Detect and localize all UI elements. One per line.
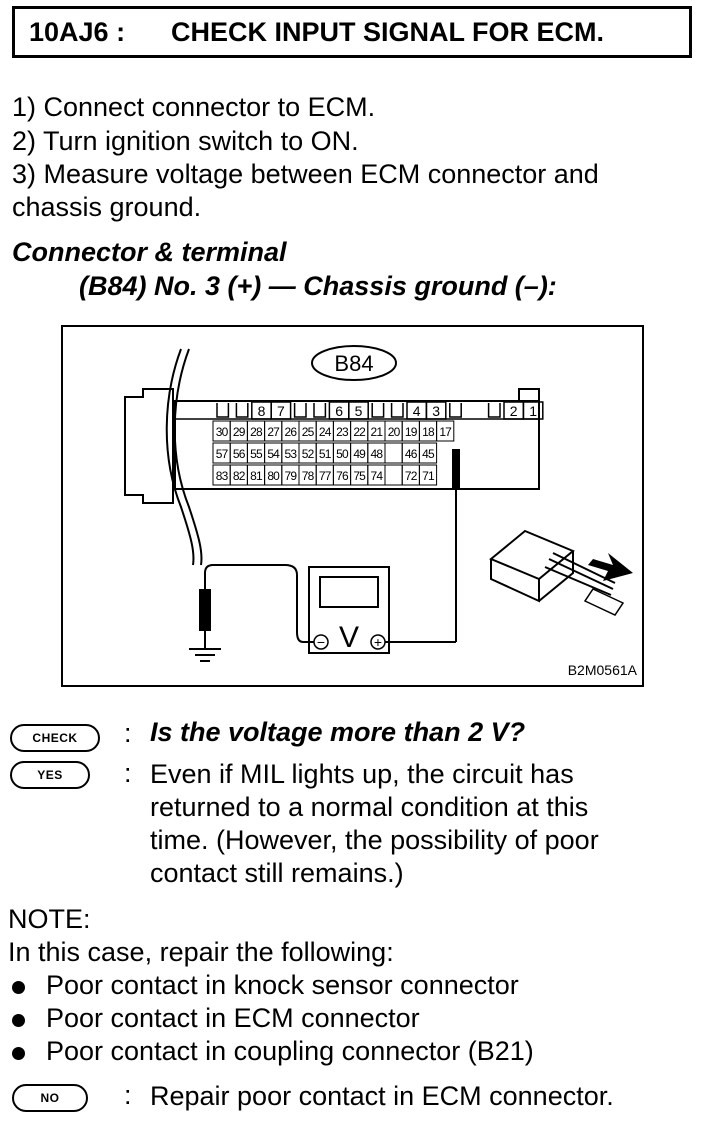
check-question: Is the voltage more than 2 V? (150, 717, 526, 747)
bullet-icon (12, 1014, 25, 1027)
note-item-1: Poor contact in knock sensor connector (46, 970, 519, 1000)
meter-minus-terminal: − (317, 634, 325, 650)
terminal-label: 74 (371, 469, 384, 483)
note-item-3: Poor contact in coupling connector (B21) (46, 1036, 534, 1066)
terminal-label: 78 (302, 469, 315, 483)
terminal-label: 46 (405, 447, 418, 461)
terminal-label: 8 (258, 403, 266, 419)
terminal-label: 50 (336, 447, 349, 461)
terminal-label: 22 (353, 425, 366, 439)
step-code: 10AJ6 : (29, 17, 126, 47)
terminal-label: 24 (319, 425, 332, 439)
terminal-label: 28 (250, 425, 263, 439)
terminal-label: 29 (233, 425, 246, 439)
terminal-label: 45 (422, 447, 435, 461)
terminal-label: 53 (285, 447, 298, 461)
terminal-label: 52 (302, 447, 315, 461)
step-3: 3) Measure voltage between ECM connector… (12, 159, 599, 189)
terminal-label: 19 (405, 425, 418, 439)
terminal-label: 27 (267, 425, 280, 439)
bullet-icon (12, 981, 25, 994)
check-badge: CHECK (10, 724, 100, 752)
terminal-label: 26 (285, 425, 298, 439)
terminal-label: 49 (353, 447, 366, 461)
arrow-icon (588, 553, 633, 581)
terminal-label: 82 (233, 469, 246, 483)
terminal-label: 81 (250, 469, 263, 483)
terminal-label: 18 (422, 425, 435, 439)
yes-colon: : (124, 758, 132, 788)
bullet-icon (12, 1047, 25, 1060)
terminal-label: 5 (355, 403, 363, 419)
terminal-label: 77 (319, 469, 332, 483)
terminal-label: 7 (277, 403, 285, 419)
note-intro: In this case, repair the following: (8, 937, 394, 967)
title-box: 10AJ6 : CHECK INPUT SIGNAL FOR ECM. (12, 6, 692, 58)
meter-plus-terminal: + (374, 634, 382, 650)
terminal-label: 23 (336, 425, 349, 439)
terminal-label: 83 (216, 469, 229, 483)
yes-answer-line-3: time. (However, the possibility of poor (150, 825, 599, 855)
terminal-label: 20 (388, 425, 401, 439)
terminal-label: 54 (267, 447, 280, 461)
terminal-label: 21 (371, 425, 384, 439)
yes-badge: YES (10, 761, 90, 789)
no-badge: NO (12, 1084, 88, 1112)
terminal-label: 75 (353, 469, 366, 483)
connector-terminal-heading: Connector & terminal (12, 237, 287, 267)
connector-label: B84 (334, 351, 373, 376)
terminal-label: 17 (439, 425, 452, 439)
meter-v-symbol: V (339, 621, 359, 654)
yes-answer-line-4: contact still remains.) (150, 858, 404, 888)
step-1: 1) Connect connector to ECM. (12, 92, 376, 122)
terminal-label: 76 (336, 469, 349, 483)
connector-illustration (489, 529, 625, 616)
check-colon: : (124, 718, 132, 748)
note-label: NOTE: (8, 904, 91, 934)
voltmeter (308, 566, 390, 654)
terminal-label: 56 (233, 447, 246, 461)
terminal-label: 4 (413, 403, 421, 419)
terminal-label: 51 (319, 447, 332, 461)
terminal-label: 2 (510, 403, 518, 419)
terminal-label: 55 (250, 447, 263, 461)
no-answer: Repair poor contact in ECM connector. (150, 1081, 614, 1111)
no-colon: : (124, 1080, 132, 1110)
terminal-label: 57 (216, 447, 229, 461)
terminal-label: 71 (422, 469, 435, 483)
terminal-label: 6 (335, 403, 343, 419)
terminal-label: 80 (267, 469, 280, 483)
terminal-label: 25 (302, 425, 315, 439)
terminal-label: 79 (285, 469, 298, 483)
terminal-label: 3 (432, 403, 440, 419)
terminal-label: 30 (216, 425, 229, 439)
terminal-label: 48 (371, 447, 384, 461)
page-title: CHECK INPUT SIGNAL FOR ECM. (171, 17, 605, 47)
figure-code: B2M0561A (568, 662, 638, 678)
step-2: 2) Turn ignition switch to ON. (12, 126, 359, 156)
yes-answer-line-2: returned to a normal condition at this (150, 792, 589, 822)
step-3-continued: chassis ground. (12, 192, 202, 222)
yes-answer-line-1: Even if MIL lights up, the circuit has (150, 759, 574, 789)
connector-terminal-spec: (B84) No. 3 (+) — Chassis ground (–): (79, 271, 557, 301)
terminal-label: 72 (405, 469, 418, 483)
terminal-label: 1 (529, 403, 537, 419)
note-item-2: Poor contact in ECM connector (46, 1003, 420, 1033)
